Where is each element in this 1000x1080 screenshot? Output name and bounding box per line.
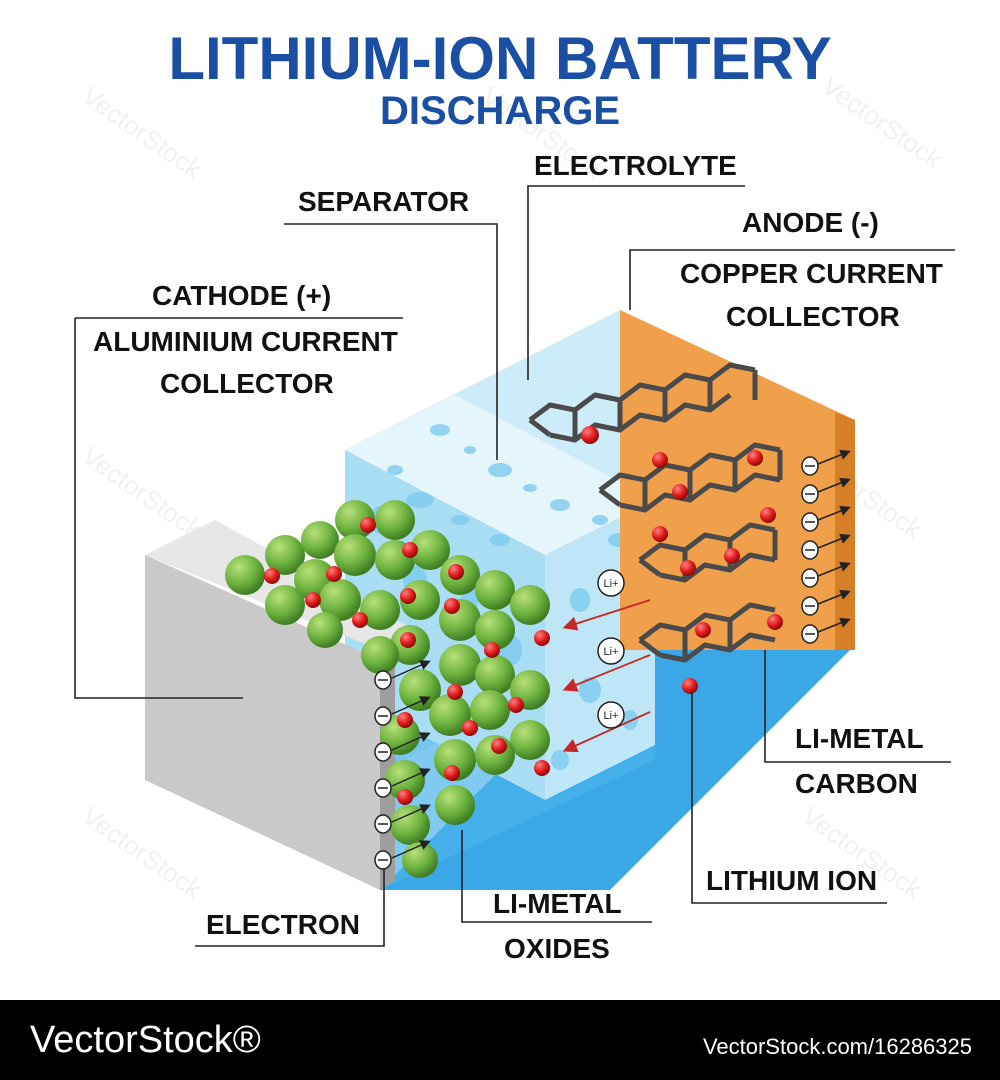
cathode-particles xyxy=(225,500,550,878)
li-ion-icon xyxy=(597,637,625,665)
label-li-metal-oxides-1: LI-METAL xyxy=(493,888,622,919)
anode-electrons xyxy=(801,449,851,644)
label-electrolyte: ELECTROLYTE xyxy=(534,150,737,181)
li-ion-markers: Li+ Li+ Li+ xyxy=(562,569,651,753)
label-li-metal-carbon-1: LI-METAL xyxy=(795,723,924,754)
svg-text:VectorStock: VectorStock xyxy=(77,440,209,545)
diagram-subtitle: DISCHARGE xyxy=(379,89,621,133)
label-aluminium-collector-1: ALUMINIUM CURRENT xyxy=(93,326,398,357)
li-ion-text: Li+ xyxy=(604,710,619,722)
li-ion-icon xyxy=(597,701,625,729)
anode-lithium-dots xyxy=(581,426,783,694)
label-electron: ELECTRON xyxy=(206,909,360,940)
label-aluminium-collector-2: COLLECTOR xyxy=(160,368,334,399)
li-ion-text: Li+ xyxy=(604,578,619,590)
label-lithium-ion: LITHIUM ION xyxy=(706,865,878,896)
cathode-electrons xyxy=(374,660,431,870)
diagram-title: LITHIUM-ION BATTERY xyxy=(168,25,832,92)
leader-lines xyxy=(74,185,955,947)
label-cathode: CATHODE (+) xyxy=(152,280,332,311)
label-anode: ANODE (-) xyxy=(742,207,879,238)
footer-image-id: VectorStock.com/16286325 xyxy=(702,1034,972,1059)
cathode-lithium-dots xyxy=(264,517,550,805)
footer-bar: VectorStock® VectorStock.com/16286325 xyxy=(0,1000,1000,1080)
battery-diagram: VectorStock VectorStock VectorStock Vect… xyxy=(74,70,955,947)
footer-brand-logo[interactable]: VectorStock® xyxy=(30,1019,261,1061)
svg-text:VectorStock: VectorStock xyxy=(77,800,209,905)
li-ion-text: Li+ xyxy=(604,646,619,658)
label-separator: SEPARATOR xyxy=(298,186,470,217)
label-copper-collector-2: COLLECTOR xyxy=(726,301,900,332)
copper-collector-edge xyxy=(835,412,855,650)
label-copper-collector-1: COPPER CURRENT xyxy=(680,258,943,289)
label-li-metal-carbon-2: CARBON xyxy=(795,768,918,799)
label-li-metal-oxides-2: OXIDES xyxy=(504,933,610,964)
svg-text:VectorStock: VectorStock xyxy=(77,80,209,185)
li-ion-icon xyxy=(597,569,625,597)
svg-text:VectorStock: VectorStock xyxy=(817,70,949,175)
